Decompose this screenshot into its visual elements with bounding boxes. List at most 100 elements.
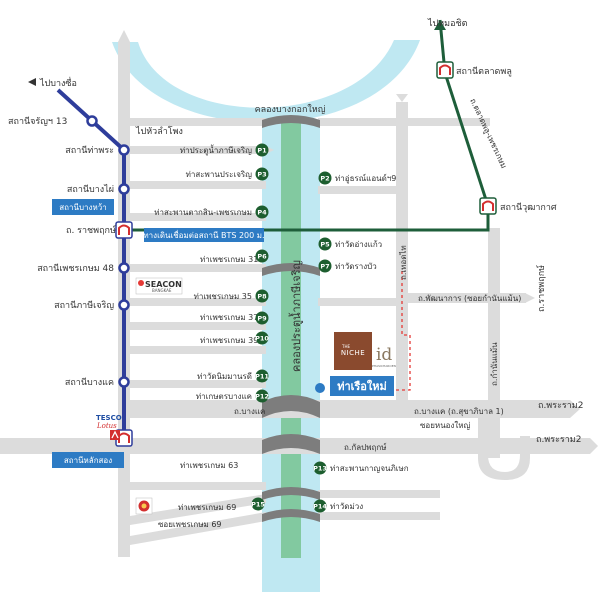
pier-id: P5 <box>320 240 330 248</box>
pier-badge-icon <box>255 143 269 157</box>
mrt-station-label-bang_phai: สถานีบางไผ่ <box>67 184 114 195</box>
pier-id: P12 <box>255 392 269 400</box>
pier-p9: P9 <box>255 311 269 325</box>
arrow-left-icon <box>28 78 36 86</box>
pier-label: ท่าสะพานตากสิน-เพชรเกษม <box>154 208 252 217</box>
pier-p15: P15 <box>251 497 265 511</box>
new-pier-location-icon <box>315 383 325 393</box>
svg-text:id: id <box>376 345 392 365</box>
road-bang-khae: ถ.บางแค <box>234 407 265 416</box>
svg-text:SEACON: SEACON <box>145 280 182 289</box>
mrt-station-label-phetkasem_48: สถานีเพชรเกษม 48 <box>37 263 114 274</box>
pier-id: P14 <box>313 502 327 510</box>
bts-icon-wutthakat <box>479 197 497 215</box>
road-soi-63: ท่าเพชรเกษม 63 <box>180 461 238 470</box>
bridges <box>262 115 320 522</box>
mall-logo-icon <box>110 430 120 440</box>
lak-song-label-box <box>52 452 124 468</box>
svg-text:PHASICHAROEN: PHASICHAROEN <box>372 364 396 368</box>
pier-badge-icon <box>318 171 332 185</box>
pier-label: ท่าเกษตรบางแค <box>196 392 252 401</box>
pier-id: P3 <box>257 170 266 178</box>
road-klong-bangkok-yai: คลองบางกอกใหญ่ <box>255 104 326 115</box>
road-klong-phasi-charoen: คลองประตูน้ำภาษีเจริญ <box>288 260 303 372</box>
pier-p10: P10 <box>255 331 269 345</box>
the-niche-logo: THE NICHE <box>334 332 372 370</box>
new-pier-label: ท่าเรือใหม่ <box>337 379 387 393</box>
pier-label: ท่าสะพานกาญจนภิเษก <box>330 464 409 473</box>
mrt-station-markers <box>86 115 130 388</box>
pier-label: ท่าประตูน้ำภาษีเจริญ <box>180 144 252 156</box>
pier-badge-icon <box>255 331 269 345</box>
pier-id: P9 <box>257 314 267 322</box>
new-pier-box <box>330 376 394 396</box>
pier-id: P8 <box>257 292 267 300</box>
to-hua-lamphong: ไปหัวลำโพง <box>135 126 183 137</box>
pier-label: ท่าวัดอ่างแก้ว <box>335 240 382 249</box>
road-soi-69: ท่าเพชรเกษม 69 <box>178 503 236 512</box>
pier-p7: P7 ท่าวัดรางบัว <box>318 259 377 273</box>
pier-label: ท่าวัดม่วง <box>330 502 363 511</box>
to-rama2-bottom: ถ.พระราม2 <box>536 435 581 445</box>
pier-badge-icon <box>255 311 269 325</box>
pier-id: P6 <box>257 252 267 260</box>
road-soi-37: ท่าเพชรเกษม 37 <box>200 313 258 322</box>
pier-label: ท่าสะพานประเจริญ <box>186 170 253 179</box>
road-thoet-thai: ถ.เทอดไท <box>399 245 408 280</box>
pier-id: P2 <box>320 174 329 182</box>
svg-text:Lotus: Lotus <box>96 422 117 430</box>
road-soi-nong-yai: ซอยหนองใหญ่ <box>420 421 471 430</box>
pier-label: ท่าเพชรเกษม 35 <box>194 292 252 301</box>
pier-id: P1 <box>257 146 267 154</box>
bts-walkway-label: ทางเดินเชื่อมต่อสถานี BTS 200 ม. <box>143 229 264 240</box>
station-itsaraphap-13: สถานีจรัญฯ 13 <box>8 116 67 127</box>
road-phatthanakan: ถ.พัฒนาการ (ซอยกำนันแม้น) <box>418 294 521 303</box>
pier-p1: P1 ท่าประตูน้ำภาษีเจริญ <box>180 143 269 157</box>
pier-p5: P5 ท่าวัดอ่างแก้ว <box>318 237 382 251</box>
tesco-lotus-logo: TESCO Lotus <box>96 414 122 430</box>
road-ratchaphruek-vertical: ถ.ราชพฤกษ์ <box>535 265 547 312</box>
pier-label: ท่าวัดนิมมานรดี <box>197 372 252 381</box>
pier-badge-icon <box>255 389 269 403</box>
road-ratchaphruek-label: ถ. ราชพฤกษ์ <box>66 224 116 236</box>
svg-text:THE: THE <box>341 344 350 349</box>
pier-badge-icon <box>313 499 327 513</box>
lak-song-label: สถานีหลักสอง <box>64 456 112 465</box>
pier-badge-icon <box>313 461 327 475</box>
pier-p4: P4 ท่าสะพานตากสิน-เพชรเกษม <box>154 205 269 219</box>
bang-wa-label-box <box>52 199 114 215</box>
road-arrow-icons <box>118 30 598 454</box>
pier-id: P4 <box>257 208 267 216</box>
station-talat-phlu: สถานีตลาดพลู <box>456 66 512 77</box>
bang-wa-label: สถานีบางหว้า <box>59 203 106 212</box>
pier-id: P7 <box>320 262 329 270</box>
pier-badge-icon <box>255 205 269 219</box>
pier-p8: P8 ท่าเพชรเกษม 35 <box>194 289 269 303</box>
pier-badge-icon <box>255 167 269 181</box>
svg-text:TESCO: TESCO <box>96 414 122 422</box>
pier-badge-icon <box>318 259 332 273</box>
road-soi-39: ท่าเพชรเกษม 39 <box>200 336 258 345</box>
svg-text:BANGKAE: BANGKAE <box>152 288 172 293</box>
bts-walkway-box <box>144 228 264 242</box>
to-rama2-top: ถ.พระราม2 <box>538 401 583 411</box>
pier-label: ท่าวัดรางบัว <box>335 262 377 271</box>
pier-badge-icon <box>255 289 269 303</box>
pier-id: P15 <box>251 500 265 508</box>
road-soi-phetkasem-69: ซอยเพชรเกษม 69 <box>158 520 222 529</box>
station-wutthakat: สถานีวุฒากาศ <box>500 202 557 213</box>
shop-logo-icon <box>135 497 153 515</box>
road-soi-31: ท่าเพชรเกษม 31 <box>200 255 258 264</box>
road-kanlapaphruek: ถ.กัลปพฤกษ์ <box>344 442 387 452</box>
road-bang-khae-right: ถ.บางแค (ถ.สุขาภิบาล 1) <box>414 407 504 416</box>
road-kamnan-maen: ถ.กำนันแม้น <box>490 342 499 386</box>
pier-badge-icon <box>251 497 265 511</box>
pier-id: P10 <box>255 334 269 342</box>
